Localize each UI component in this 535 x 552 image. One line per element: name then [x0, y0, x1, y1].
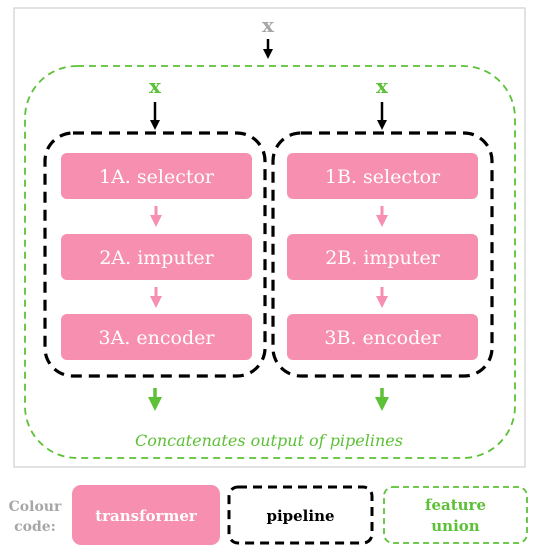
transformer-3b-label: 3B. encoder [324, 327, 441, 349]
legend-pipeline-label: pipeline [266, 507, 334, 525]
legend-transformer-swatch [72, 485, 220, 545]
branch-a-input-label: x [149, 74, 162, 98]
legend-pipeline-swatch [227, 485, 374, 545]
transformer-2b-box [287, 234, 478, 280]
transformer-3a-label: 3A. encoder [99, 327, 216, 349]
transformer-2a-label: 2A. imputer [99, 247, 214, 269]
top-input-label: x [262, 13, 275, 37]
transformer-3b-box [287, 314, 478, 360]
legend-title-line1: Colour [9, 499, 62, 515]
legend-feature-union-label-line1: feature [425, 496, 486, 514]
legend-title-line2: code: [14, 519, 56, 535]
transformer-2b-label: 2B. imputer [325, 247, 441, 269]
pipeline-b-box [271, 131, 494, 378]
legend-feature-union-swatch [383, 486, 528, 544]
branch-b-input-label: x [376, 74, 389, 98]
legend-feature-union-label-line2: union [431, 517, 480, 535]
union-caption: Concatenates output of pipelines [135, 431, 403, 450]
transformer-1a-label: 1A. selector [99, 166, 215, 188]
transformer-1b-box [287, 153, 478, 199]
transformer-1a-box [61, 153, 252, 199]
feature-union-box [24, 65, 516, 459]
transformer-3a-box [61, 314, 252, 360]
legend-transformer-label: transformer [95, 507, 198, 525]
transformer-2a-box [61, 234, 252, 280]
transformer-1b-label: 1B. selector [325, 166, 441, 188]
pipeline-a-box [43, 131, 267, 378]
